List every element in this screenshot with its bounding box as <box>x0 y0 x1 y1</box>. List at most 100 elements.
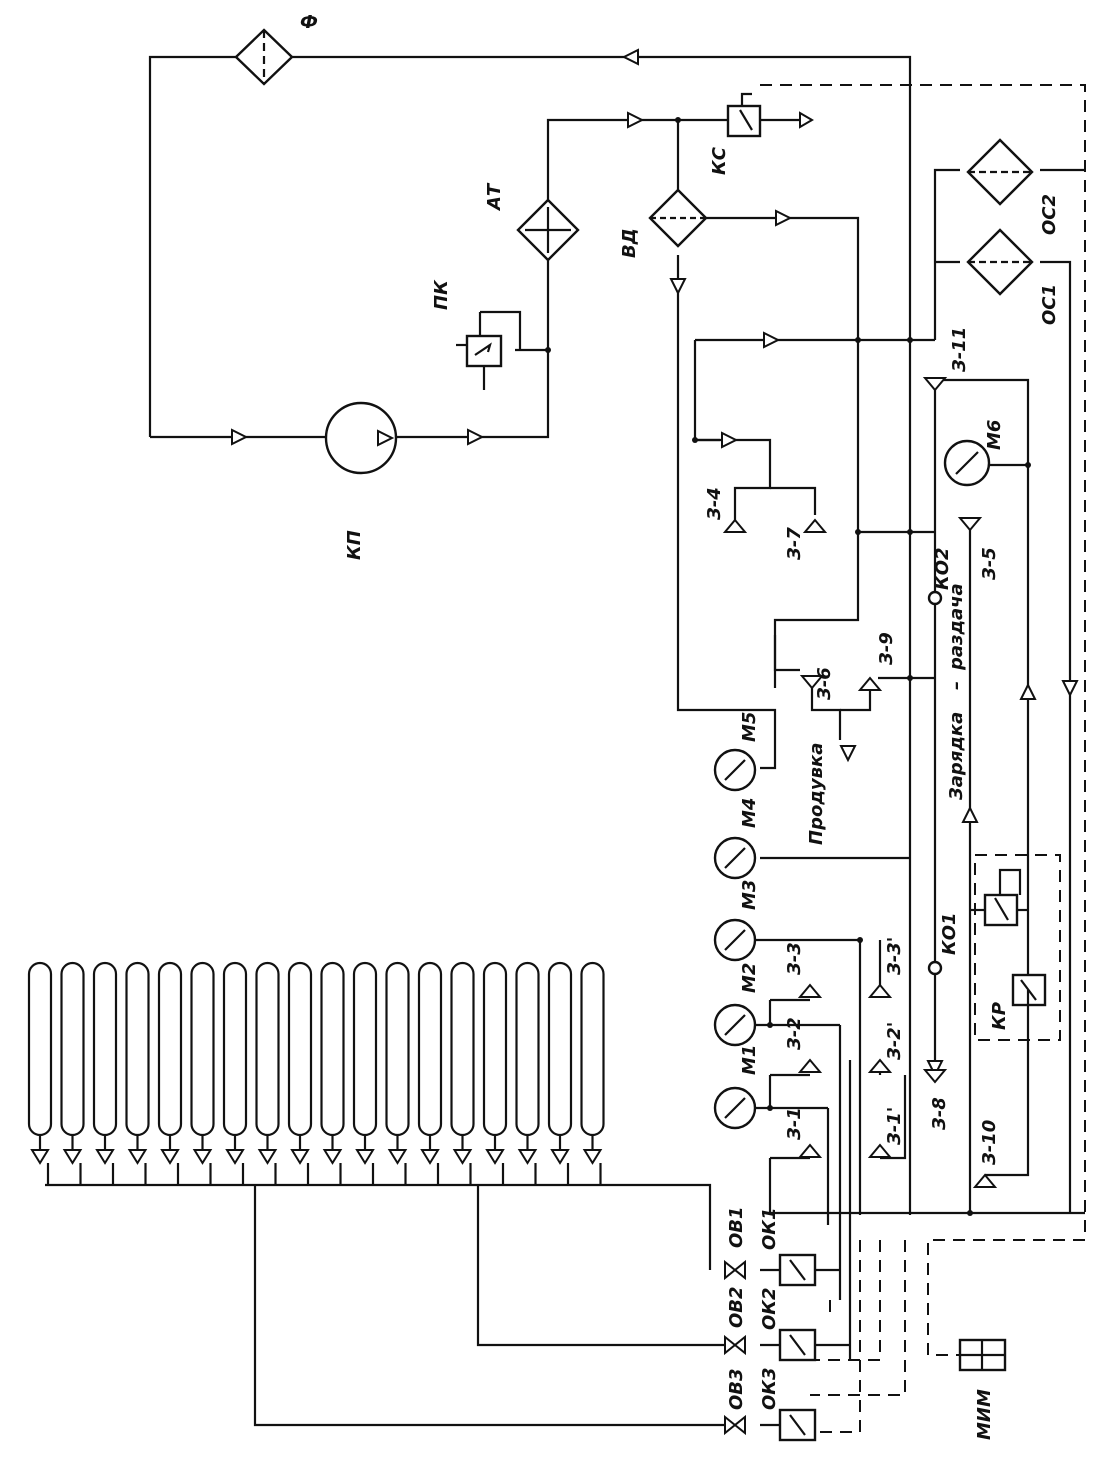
cylinder-valve-icon <box>30 1149 50 1165</box>
label-charge: Зарядка <box>946 712 967 801</box>
valve-3-9-icon <box>857 676 883 691</box>
cylinder-valve-icon <box>452 1149 473 1165</box>
label-ok2: ОК2 <box>759 1287 780 1330</box>
cylinder-valve-icon <box>290 1149 310 1165</box>
gas-cylinder <box>287 961 313 1137</box>
cylinder-valve-icon <box>127 1149 148 1165</box>
cylinder-valve-icon <box>160 1149 180 1165</box>
gauge-m4-icon <box>713 836 757 880</box>
cylinder-valve-icon <box>420 1149 440 1165</box>
label-v-3-3: З-3 <box>784 942 805 976</box>
valve-3-10-icon <box>972 1173 998 1188</box>
check-valve-ok1-icon <box>778 1253 817 1287</box>
label-mim: МИМ <box>974 1389 995 1440</box>
gas-cylinder <box>547 961 573 1137</box>
gauge-m5-icon <box>713 748 757 792</box>
valve-3-2p-icon <box>867 1058 893 1073</box>
flow-arrow <box>961 805 979 823</box>
label-v-3-5: З-5 <box>979 547 1000 581</box>
label-v-3-6: З-6 <box>814 667 835 701</box>
label-v-3-2p: З-2' <box>884 1022 905 1061</box>
label-v-3-10: З-10 <box>979 1120 1000 1166</box>
check-valve-ok2-icon <box>778 1328 817 1362</box>
safety-valve-icon <box>456 310 522 390</box>
check-valve-ok3-icon <box>778 1408 817 1442</box>
gauge-m3-icon <box>713 918 757 962</box>
filter-icon <box>234 28 294 86</box>
cylinder-valve-icon <box>517 1149 538 1165</box>
cylinder-valve-icon <box>192 1149 213 1165</box>
label-purge: Продувка <box>806 743 827 845</box>
cylinder-valve-icon <box>582 1149 603 1165</box>
compressor-icon <box>324 401 398 475</box>
flow-arrow <box>669 278 687 296</box>
label-separator: ВД <box>619 228 640 258</box>
gas-cylinder <box>385 961 410 1137</box>
flow-arrow <box>467 428 485 446</box>
label-ok3: ОК3 <box>759 1367 780 1410</box>
label-safety-valve: ПК <box>431 279 452 310</box>
flow-arrow <box>621 48 639 66</box>
gas-cylinder <box>482 961 508 1137</box>
cylinder-valve-icon <box>387 1149 408 1165</box>
valve-3-1p-icon <box>867 1143 893 1158</box>
label-check-valve-kc: КС <box>709 146 730 175</box>
flow-arrow <box>231 428 249 446</box>
main-piping <box>45 55 1086 1433</box>
oil-separator-2-icon <box>966 138 1034 206</box>
label-v-3-11: З-11 <box>949 327 970 373</box>
shutoff-valve-ov1-icon <box>724 1259 746 1281</box>
label-ko2: КО2 <box>932 547 953 590</box>
label-v-3-1p: З-1' <box>884 1107 905 1146</box>
shutoff-valve-ov2-icon <box>724 1334 746 1356</box>
label-kr: КР <box>989 1002 1010 1030</box>
gauge-m6-icon <box>943 439 991 487</box>
valve-3-7-icon <box>770 486 828 533</box>
cylinder-valve-icon <box>225 1149 245 1165</box>
cylinder-valve-icon <box>485 1149 505 1165</box>
gas-cylinder <box>190 961 215 1137</box>
shutoff-valve-ov3-icon <box>724 1414 746 1436</box>
valve-3-1-icon <box>797 1143 823 1158</box>
flow-arrow <box>775 209 793 227</box>
separator-icon <box>648 188 708 248</box>
label-m2: М2 <box>739 963 760 993</box>
cylinder-valve-icon <box>95 1149 115 1165</box>
label-m5: М5 <box>739 712 760 742</box>
cylinder-valve-icon <box>355 1149 375 1165</box>
valve-3-6-icon <box>773 635 825 690</box>
label-m1: М1 <box>739 1045 760 1075</box>
check-valve-ko2-icon <box>927 590 943 606</box>
label-v-3-1: З-1 <box>784 1107 805 1141</box>
label-dash: – <box>946 681 967 690</box>
gas-cylinder <box>450 961 475 1137</box>
gas-cylinder <box>222 961 248 1137</box>
gas-cylinder <box>27 961 53 1137</box>
valve-3-4-icon <box>722 518 748 533</box>
gas-cylinder <box>60 961 85 1137</box>
gas-cylinder <box>157 961 183 1137</box>
label-m4: М4 <box>739 798 760 828</box>
label-filter: Ф <box>300 12 318 33</box>
flow-arrow <box>926 1060 944 1078</box>
cylinder-valve-icon <box>550 1149 570 1165</box>
label-ko1: КО1 <box>939 912 960 955</box>
label-v-3-7: З-7 <box>784 527 805 561</box>
gas-cylinder <box>92 961 118 1137</box>
pressure-regulator-kr-icon <box>970 854 1061 1041</box>
label-v-3-8: З-8 <box>929 1097 950 1131</box>
gas-cylinder <box>352 961 378 1137</box>
label-compressor: КП <box>344 530 365 560</box>
valve-3-11-icon <box>922 377 948 392</box>
flow-arrow <box>1061 680 1079 698</box>
gas-cylinder-bank <box>27 961 605 1185</box>
gauge-m1-icon <box>713 1086 757 1130</box>
flow-arrow <box>627 111 645 129</box>
valve-3-3-icon <box>797 983 823 998</box>
label-oil-sep-2: ОС2 <box>1039 194 1060 235</box>
mim-device-icon <box>958 1338 1007 1372</box>
label-v-3-2: З-2 <box>784 1017 805 1051</box>
label-cooler: АТ <box>484 182 505 212</box>
gas-cylinder <box>580 961 605 1137</box>
